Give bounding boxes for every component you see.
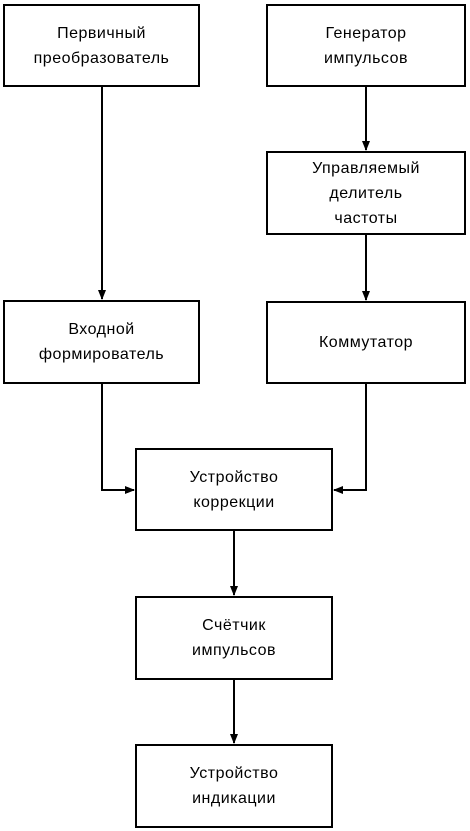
block-label-line: Устройство (189, 468, 279, 486)
block-label-line: коррекции (193, 493, 275, 511)
block-label-line: Входной (68, 321, 135, 338)
block-label-line: Первичный (57, 24, 146, 42)
block-label-line: Генератор (325, 24, 407, 42)
block-label-line: Счётчик (202, 617, 266, 634)
block-label-line: импульсов (324, 49, 408, 67)
block-label-line: Коммутатор (318, 334, 414, 351)
arrow-commutator-to-correction (333, 384, 367, 494)
block-correction-device: Устройство коррекции (135, 448, 333, 531)
block-frequency-divider: Управляемый делитель частоты (266, 151, 466, 235)
block-label-line: Устройство (189, 765, 279, 782)
block-commutator: Коммутатор (266, 301, 466, 384)
block-label-line: индикации (192, 790, 276, 807)
block-label-line: Управляемый (312, 159, 420, 177)
block-label-line: частоты (334, 209, 398, 227)
block-label-line: импульсов (192, 642, 276, 659)
block-label-line: формирователь (38, 346, 165, 363)
block-indication-device: Устройство индикации (135, 744, 333, 828)
block-pulse-generator: Генератор импульсов (266, 4, 466, 87)
block-pulse-counter: Счётчик импульсов (135, 596, 333, 680)
arrow-input-shaper-to-correction (101, 384, 135, 494)
block-input-shaper: Входной формирователь (3, 300, 200, 384)
block-label-line: делитель (329, 184, 403, 202)
block-label-line: преобразователь (33, 49, 170, 67)
block-primary-converter: Первичный преобразователь (3, 4, 200, 87)
